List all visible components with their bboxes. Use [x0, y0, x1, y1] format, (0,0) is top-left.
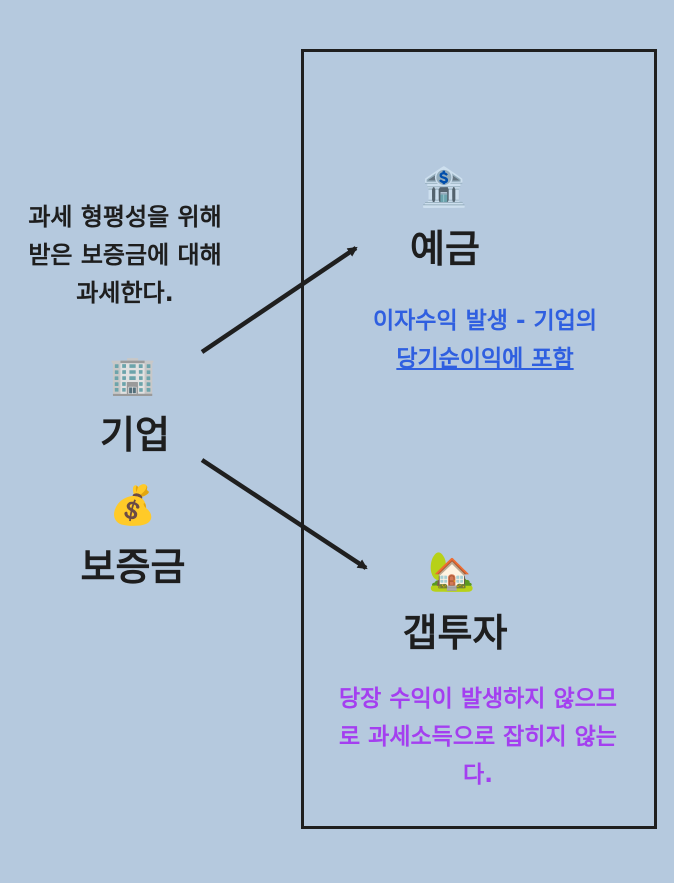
note-line-2: 받은 보증금에 대해 [28, 241, 222, 269]
destination-panel [301, 49, 657, 829]
tax-fairness-note: 과세 형평성을 위해 받은 보증금에 대해 과세한다. [0, 198, 250, 312]
gap-desc-line-1: 당장 수익이 발생하지 않으므 [339, 686, 617, 712]
bank-deposit-label: 예금 [410, 227, 480, 271]
company-label: 기업 [100, 413, 170, 457]
note-line-1: 과세 형평성을 위해 [28, 203, 222, 231]
gap-desc-line-2: 로 과세소득으로 잡히지 않는 [339, 724, 617, 750]
gap-description: 당장 수익이 발생하지 않으므 로 과세소득으로 잡히지 않는 다. [303, 680, 653, 794]
office-building-icon: 🏢 [109, 353, 157, 397]
bank-desc-line-1: 이자수익 발생 - 기업의 [372, 308, 597, 334]
arrow-to-gap [200, 458, 368, 570]
gap-investment-label: 갭투자 [402, 611, 508, 655]
bank-description: 이자수익 발생 - 기업의 당기순이익에 포함 [320, 302, 650, 378]
note-line-3: 과세한다. [76, 279, 174, 307]
bank-icon: 🏦 [420, 165, 468, 209]
bank-desc-line-2: 당기순이익에 포함 [396, 346, 574, 372]
money-bag-icon: 💰 [109, 483, 157, 527]
house-with-garden-icon: 🏡 [428, 549, 476, 593]
arrow-to-bank [200, 246, 358, 354]
deposit-label: 보증금 [80, 545, 186, 589]
gap-desc-line-3: 다. [463, 762, 493, 788]
